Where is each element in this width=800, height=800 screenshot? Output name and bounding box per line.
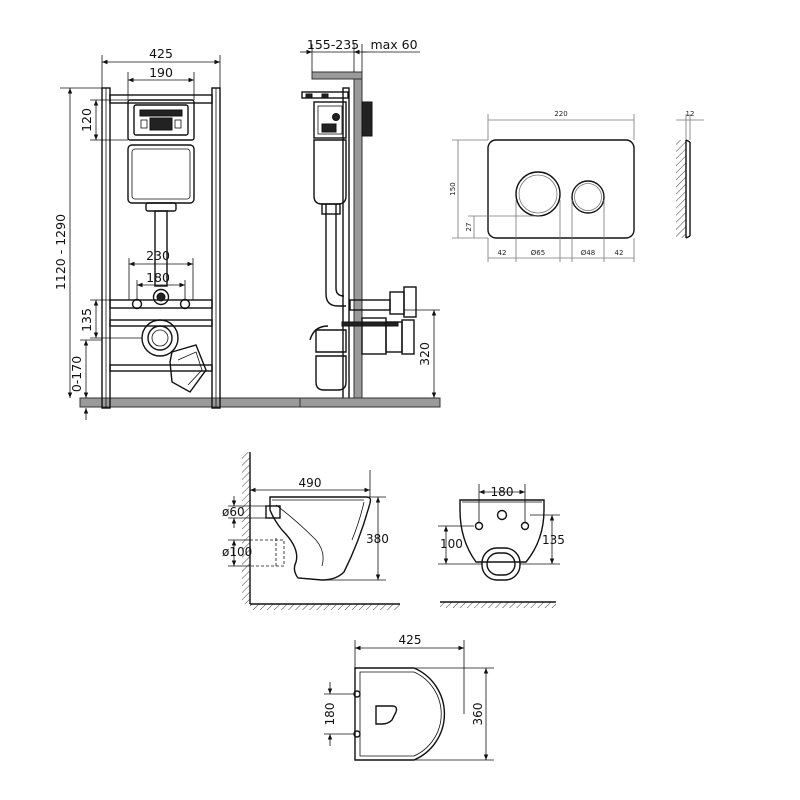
big-flush-button: [515, 171, 561, 217]
bowl-side-view: 490 380 ø60 ø100: [222, 452, 400, 610]
small-button-diameter-label: Ø48: [581, 249, 595, 257]
plate-thickness-label: 12: [686, 110, 695, 118]
side-cistern: [313, 139, 347, 205]
leg-adjust-label: 0-170: [69, 356, 84, 392]
button-offset-label: 27: [465, 223, 473, 232]
bowl-back-view: 180 100 135: [438, 484, 565, 608]
left-margin-label: 42: [498, 249, 507, 257]
plate-height-label: 150: [449, 182, 457, 195]
frame-top-rail: [109, 94, 213, 104]
back-bolt-left-icon: [474, 521, 484, 531]
bolt-left-icon: [131, 298, 143, 310]
bowl-height-label: 380: [366, 532, 389, 546]
back-inlet-icon: [496, 509, 508, 521]
side-outlet-height-label: 320: [417, 342, 432, 366]
bolt-spacing-outer-label: 230: [146, 248, 170, 263]
top-drain-icon: [375, 705, 398, 725]
frame-side-view: 155-235 max 60 320: [299, 37, 441, 408]
inlet-diameter-label: ø60: [222, 505, 245, 519]
right-margin-label: 42: [615, 249, 624, 257]
small-flush-button: [571, 180, 605, 214]
outlet-diameter-label: ø100: [222, 545, 252, 559]
top-length-label: 425: [399, 633, 422, 647]
side-pipe: [325, 204, 346, 307]
cistern: [127, 144, 195, 204]
big-button-diameter-label: Ø65: [531, 249, 545, 257]
back-bolt-height-label: 135: [542, 533, 565, 547]
side-bottom-cup: [315, 355, 347, 391]
bolt-spacing-inner-label: 180: [146, 270, 170, 285]
back-bolt-spacing-label: 180: [491, 485, 514, 499]
back-bolt-right-icon: [520, 521, 530, 531]
outlet-height-label: 135: [79, 308, 94, 332]
panel-width-label: 190: [149, 65, 173, 80]
plate-side-hatch: [676, 140, 686, 238]
bolt-right-icon: [179, 298, 191, 310]
bowl-side-shape: [269, 496, 372, 581]
frame-front-view: 425 190 120 1120 - 1290 230 180 135 0: [53, 46, 441, 420]
frame-depth-label: 155-235: [307, 37, 359, 52]
wall-max-label: max 60: [370, 37, 417, 52]
bowl-length-label: 490: [299, 476, 322, 490]
plate-width-label: 220: [554, 110, 567, 118]
wall-section: [353, 77, 363, 401]
frame-height-label: 1120 - 1290: [53, 214, 68, 290]
top-bolt-spacing-label: 180: [323, 703, 337, 726]
flush-plate: [487, 139, 635, 239]
bowl-top-view: 425 180 360: [323, 633, 494, 761]
top-width-label: 360: [471, 703, 485, 726]
frame-width-label: 425: [149, 46, 173, 61]
side-flush-plate: [361, 101, 373, 137]
flush-panel-opening: [127, 99, 195, 141]
bowl-back-shape: [459, 499, 545, 563]
panel-height-label: 120: [79, 108, 94, 132]
bowl-wall-hatch: [242, 452, 250, 604]
outlet-elbow: [169, 344, 207, 393]
back-inlet-height-label: 100: [440, 537, 463, 551]
flush-plate-view: 220 150 27 42 Ø65 Ø48 42 12: [449, 110, 704, 262]
bowl-top-shape: [354, 667, 446, 761]
